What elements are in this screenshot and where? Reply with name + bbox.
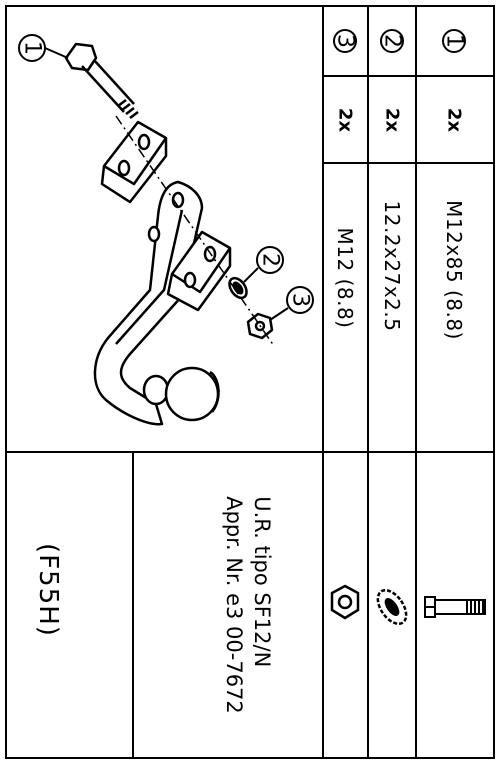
approval-line-1: U.R. tipo SF12/N [250,496,274,668]
approval-line-2: Appr. Nr. e3 00-7672 [222,496,246,714]
tow-ball [142,366,220,422]
lower-clamp-plate [166,230,232,312]
spec-part-3: M12 (8.8) [333,227,357,329]
callout-2: 2 [257,253,283,267]
upper-clamp-plate [100,120,168,204]
towbar-assembly-drawing [18,34,314,426]
quantity-part-3: 2x [334,107,356,133]
towbar-arm [93,180,204,426]
approval-block: U.R. tipo SF12/N Appr. Nr. e3 00-7672 [220,496,276,714]
washer-icon [376,588,408,626]
part-number-headers [333,29,466,53]
bolt-icon [424,596,486,618]
bolt-drawing [64,42,139,119]
washer-drawing [228,276,248,300]
part-number-1: 1 [441,34,467,48]
model-code: (F55H) [33,543,63,637]
part-number-2: 2 [379,34,405,48]
nut-icon [330,584,360,620]
quantity-part-1: 2x [443,107,465,133]
spec-part-2: 12.2x27x2.5 [380,200,404,332]
part-number-3: 3 [332,34,358,48]
callout-3: 3 [287,293,313,307]
quantity-part-2: 2x [381,107,403,133]
callout-1: 1 [19,41,45,55]
spec-part-1: M12x85 (8.8) [442,200,466,340]
